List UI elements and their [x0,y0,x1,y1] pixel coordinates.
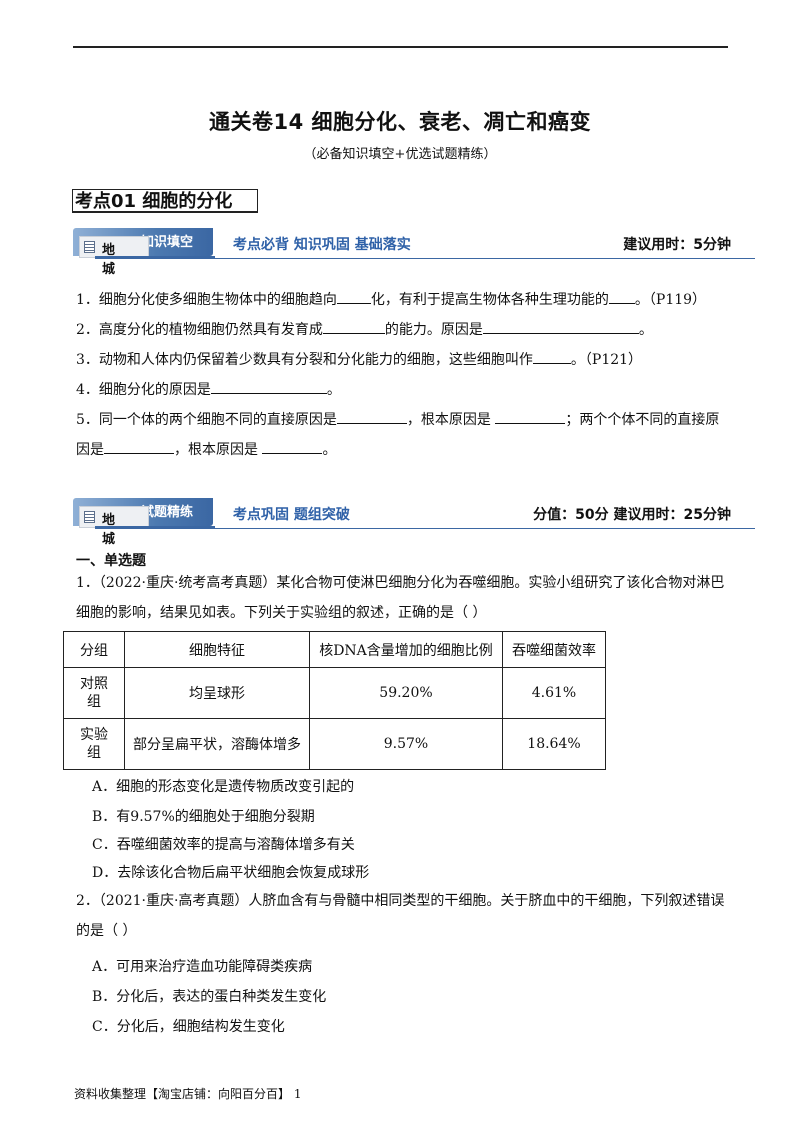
single-choice-heading: 一、单选题 [76,553,146,569]
question-2-stem: 2．（2021·重庆·高考真题）人脐血含有与骨髓中相同类型的干细胞。关于脐血中的… [76,886,732,946]
fill-question-5-line2: 因是 ，根本原因是 。 [76,439,336,459]
table-cell: 均呈球形 [124,667,310,719]
banner-underline [95,258,755,259]
q5-blank-1[interactable] [336,409,407,424]
q4-part-a: 4．细胞分化的原因是 [76,382,211,398]
q1-option-a[interactable]: A．细胞的形态变化是遗传物质改变引起的 [92,779,355,795]
q4-blank-1[interactable] [210,379,327,394]
list-icon [84,241,95,253]
table-cell: 59.20% [309,667,503,719]
table-cell: 4.61% [502,667,606,719]
q1-part-a: 1．细胞分化使多细胞生物体中的细胞趋向 [76,292,337,308]
table-cell: 9.57% [309,718,503,770]
q1-blank-1[interactable] [336,289,371,304]
q3-part-b: 。（P121） [570,352,643,368]
table-header-cell: 吞噬细菌效率 [502,631,606,668]
table-cell: 部分呈扁平状，溶酶体增多 [124,718,310,770]
q1-part-c: 。（P119） [634,292,707,308]
fill-question-3: 3．动物和人体内仍保留着少数具有分裂和分化能力的细胞，这些细胞叫作 。（P121） [76,349,642,369]
table-cell: 对照组 [63,667,125,719]
banner-underline-thick [95,256,215,258]
banner-badge-label: 地 城 [102,513,122,547]
top-rule [73,46,728,48]
knowledge-banner: 知识填空 地 城 考点必背 知识巩固 基础落实 建议用时：5分钟 [73,226,755,277]
q2-option-c[interactable]: C．分化后，细胞结构发生变化 [92,1019,285,1035]
q1-option-c[interactable]: C．吞噬细菌效率的提高与溶酶体增多有关 [92,837,355,853]
q2-part-a: 2．高度分化的植物细胞仍然具有发育成 [76,322,323,338]
banner-middle-text: 考点巩固 题组突破 [233,507,350,523]
q1-option-d[interactable]: D．去除该化合物后扁平状细胞会恢复成球形 [92,865,370,881]
fill-question-5-line1: 5．同一个体的两个细胞不同的直接原因是 ，根本原因是 ；两个个体不同的直接原 [76,409,719,429]
q2-option-a[interactable]: A．可用来治疗造血功能障碍类疾病 [92,959,313,975]
page-title: 通关卷14 细胞分化、衰老、凋亡和癌变 [208,110,592,134]
q1-stem-line-1: 1．（2022·重庆·统考高考真题）某化合物可使淋巴细胞分化为吞噬细胞。实验小组… [76,575,725,591]
q3-part-a: 3．动物和人体内仍保留着少数具有分裂和分化能力的细胞，这些细胞叫作 [76,352,533,368]
q5-part-b: ，根本原因是 [406,412,496,428]
banner-badge: 地 城 [79,236,149,277]
q5-part-c: ；两个个体不同的直接原 [565,412,720,428]
banner-underline-thick [95,526,215,528]
q3-blank-1[interactable] [532,349,571,364]
q2-blank-1[interactable] [322,319,385,334]
q5-blank-3[interactable] [104,439,174,454]
banner-middle-text: 考点必背 知识巩固 基础落实 [233,237,411,253]
page-subtitle: （必备知识填空+优选试题精练） [303,147,497,162]
banner-badge-label: 地 城 [102,243,122,277]
q5-part-e: ，根本原因是 [174,442,263,458]
section-title: 考点01 细胞的分化 [72,189,258,213]
q2-stem-line-2: 的是（ ） [76,923,137,939]
banner-underline [95,528,755,529]
banner-badge: 地 城 [79,506,149,547]
fill-question-4: 4．细胞分化的原因是 。 [76,379,341,399]
table-row: 实验组 部分呈扁平状，溶酶体增多 9.57% 18.64% [63,718,606,770]
fill-question-2: 2．高度分化的植物细胞仍然具有发育成 的能力。原因是 。 [76,319,653,339]
banner-score-time: 分值：50分 建议用时：25分钟 [533,507,731,523]
table-header-cell: 分组 [63,631,125,668]
q1-part-b: 化，有利于提高生物体各种生理功能的 [370,292,609,308]
q5-blank-4[interactable] [262,439,323,454]
q2-blank-2[interactable] [482,319,639,334]
q5-blank-2[interactable] [495,409,566,424]
q1-blank-2[interactable] [608,289,635,304]
banner-tab-label: 知识填空 [141,235,194,250]
question-1-table: 分组 细胞特征 核DNA含量增加的细胞比例 吞噬细菌效率 对照组 均呈球形 59… [63,631,606,770]
table-cell: 实验组 [63,718,125,770]
q1-stem-line-2: 细胞的影响，结果见如表。下列关于实验组的叙述，正确的是（ ） [76,605,487,621]
table-cell: 18.64% [502,718,606,770]
q5-part-a: 5．同一个体的两个细胞不同的直接原因是 [76,412,337,428]
q4-part-b: 。 [326,382,341,398]
q2-stem-line-1: 2．（2021·重庆·高考真题）人脐血含有与骨髓中相同类型的干细胞。关于脐血中的… [76,893,725,909]
table-row: 对照组 均呈球形 59.20% 4.61% [63,667,606,719]
table-header-row: 分组 细胞特征 核DNA含量增加的细胞比例 吞噬细菌效率 [63,631,606,668]
q2-part-c: 。 [638,322,653,338]
question-1-stem: 1．（2022·重庆·统考高考真题）某化合物可使淋巴细胞分化为吞噬细胞。实验小组… [76,568,732,628]
practice-banner: 试题精练 地 城 考点巩固 题组突破 分值：50分 建议用时：25分钟 [73,496,755,547]
list-icon [84,511,95,523]
page-footer: 资料收集整理【淘宝店铺：向阳百分百】 1 [74,1087,302,1101]
table-header-cell: 细胞特征 [124,631,310,668]
q5-part-d: 因是 [76,442,104,458]
banner-tab-label: 试题精练 [141,505,194,520]
table-header-cell: 核DNA含量增加的细胞比例 [309,631,503,668]
q5-part-f: 。 [322,442,337,458]
q2-option-b[interactable]: B．分化后，表达的蛋白种类发生变化 [92,989,327,1005]
banner-time: 建议用时：5分钟 [623,237,731,253]
q1-option-b[interactable]: B．有9.57%的细胞处于细胞分裂期 [92,809,315,825]
q2-part-b: 的能力。原因是 [384,322,483,338]
fill-question-1: 1．细胞分化使多细胞生物体中的细胞趋向 化，有利于提高生物体各种生理功能的 。（P1… [76,289,706,309]
